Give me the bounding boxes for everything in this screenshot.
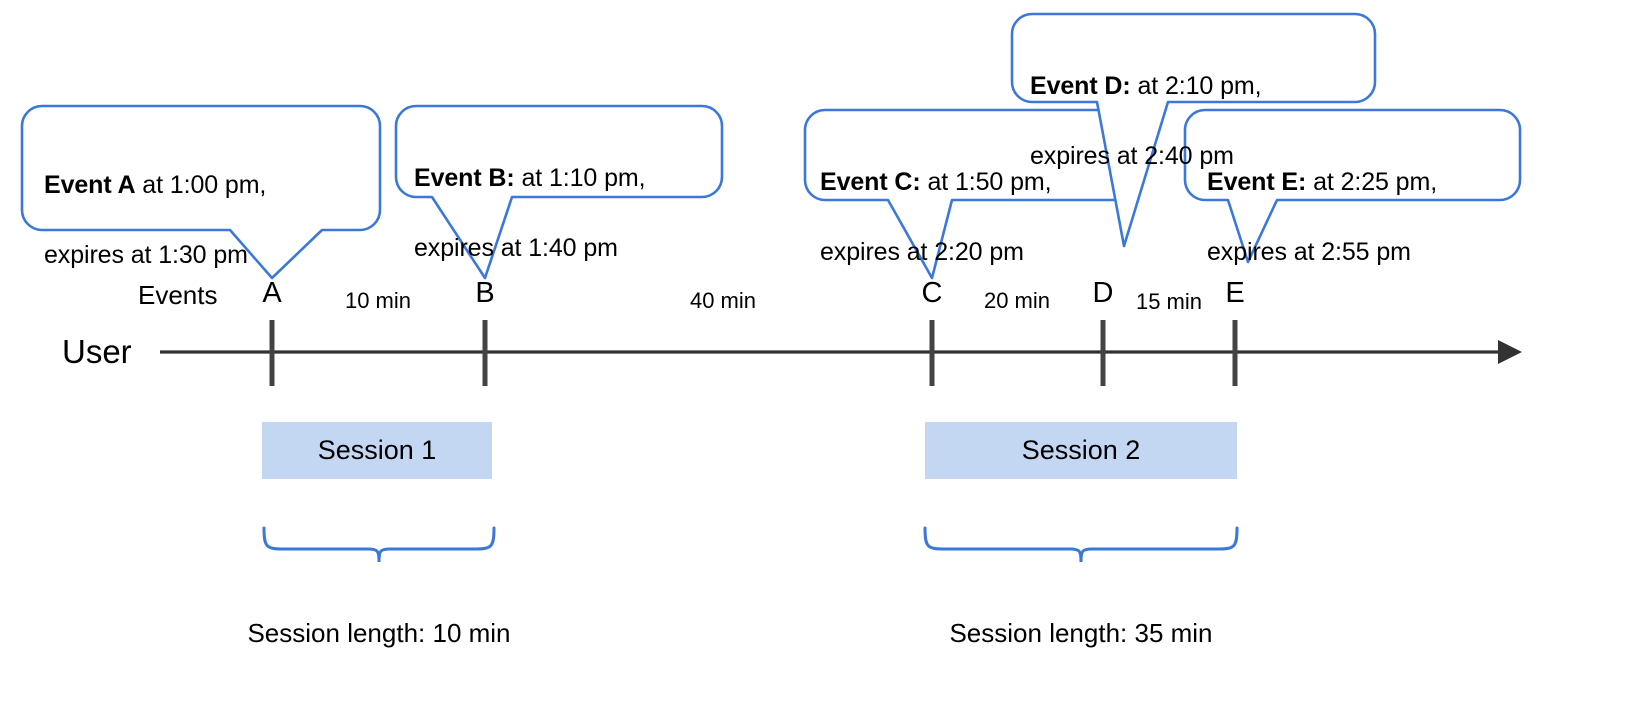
callout-shape-event-d: [1010, 12, 1377, 248]
callout-text-event-c: Event C: at 1:50 pm, expires at 2:20 pm: [820, 130, 1130, 270]
session-1-length-caption: Session length: 10 min: [247, 618, 511, 648]
event-b-line1: at 1:10 pm,: [514, 164, 646, 192]
session-1-brace: [262, 526, 496, 563]
session-1-label: Session 1: [317, 435, 437, 465]
marker-label-e: E: [1225, 277, 1245, 309]
marker-label-c: C: [921, 277, 943, 309]
gap-label-b-c: 40 min: [689, 288, 757, 313]
session-2-label: Session 2: [1021, 435, 1141, 465]
event-e-name: Event E: [1207, 168, 1298, 196]
session-box-1[interactable]: Session 1: [262, 422, 492, 479]
gap-label-a-b: 10 min: [344, 288, 412, 313]
event-d-separator: :: [1122, 72, 1131, 100]
event-b-line2: expires at 1:40 pm: [414, 234, 618, 262]
events-row-label: Events: [138, 280, 218, 310]
session-2-length-caption: Session length: 35 min: [949, 618, 1213, 648]
marker-label-a: A: [262, 277, 282, 309]
session-box-2[interactable]: Session 2: [925, 422, 1237, 479]
event-b-name: Event B: [414, 164, 507, 192]
event-c-line1: at 1:50 pm,: [920, 168, 1052, 196]
callout-text-event-e: Event E: at 2:25 pm, expires at 2:55 pm: [1207, 130, 1517, 270]
session-2-brace: [923, 526, 1239, 563]
callout-text-event-b: Event B: at 1:10 pm, expires at 1:40 pm: [414, 126, 714, 266]
marker-label-d: D: [1092, 277, 1114, 309]
event-a-name: Event A: [44, 171, 136, 199]
event-c-line2: expires at 2:20 pm: [820, 238, 1024, 266]
event-e-line1: at 2:25 pm,: [1306, 168, 1438, 196]
callout-shape-event-b: [394, 104, 724, 280]
event-e-separator: :: [1298, 168, 1307, 196]
event-d-line2: expires at 2:40 pm: [1030, 142, 1234, 170]
event-a-line1: at 1:00 pm,: [135, 171, 267, 199]
event-c-name: Event C: [820, 168, 913, 196]
callout-shape-event-e: [1183, 108, 1522, 264]
timeline-arrowhead-icon: [1498, 340, 1522, 364]
event-c-separator: :: [912, 168, 921, 196]
gap-label-d-e: 15 min: [1135, 289, 1203, 314]
callout-shape-event-a: [20, 104, 382, 280]
callout-text-event-d: Event D: at 2:10 pm, expires at 2:40 pm: [1030, 34, 1360, 174]
event-e-line2: expires at 2:55 pm: [1207, 238, 1411, 266]
event-b-separator: :: [506, 164, 515, 192]
callout-text-event-a: Event A at 1:00 pm, expires at 1:30 pm: [44, 133, 374, 273]
event-d-name: Event D: [1030, 72, 1123, 100]
marker-label-b: B: [475, 277, 495, 309]
gap-label-c-d: 20 min: [983, 288, 1051, 313]
axis-row-label-user: User: [62, 333, 132, 370]
event-d-line1: at 2:10 pm,: [1130, 72, 1262, 100]
event-a-line2: expires at 1:30 pm: [44, 241, 248, 269]
